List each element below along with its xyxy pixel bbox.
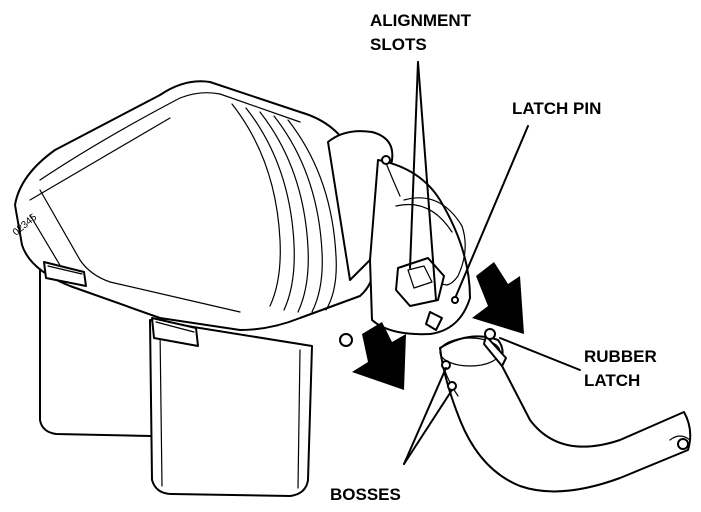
direction-arrow-right bbox=[472, 262, 524, 334]
direction-arrow-left bbox=[352, 322, 406, 390]
label-alignment-slots-line2: SLOTS bbox=[370, 35, 427, 54]
leader-lines bbox=[403, 61, 581, 465]
right-bag bbox=[149, 319, 313, 497]
label-bosses: BOSSES bbox=[330, 485, 401, 504]
chute-housing bbox=[327, 130, 394, 281]
latch-pin-icon bbox=[451, 296, 459, 304]
chute-bracket bbox=[369, 155, 471, 336]
label-rubber-latch-line1: RUBBER bbox=[584, 347, 657, 366]
detached-chute bbox=[439, 328, 692, 493]
label-rubber-latch-line2: LATCH bbox=[584, 371, 640, 390]
boss-icon bbox=[447, 381, 457, 391]
right-handle bbox=[151, 317, 199, 347]
label-alignment-slots-line1: ALIGNMENT bbox=[370, 11, 472, 30]
bagger-assembly bbox=[14, 80, 394, 497]
label-latch-pin: LATCH PIN bbox=[512, 99, 601, 118]
rubber-latch-icon bbox=[483, 335, 507, 367]
